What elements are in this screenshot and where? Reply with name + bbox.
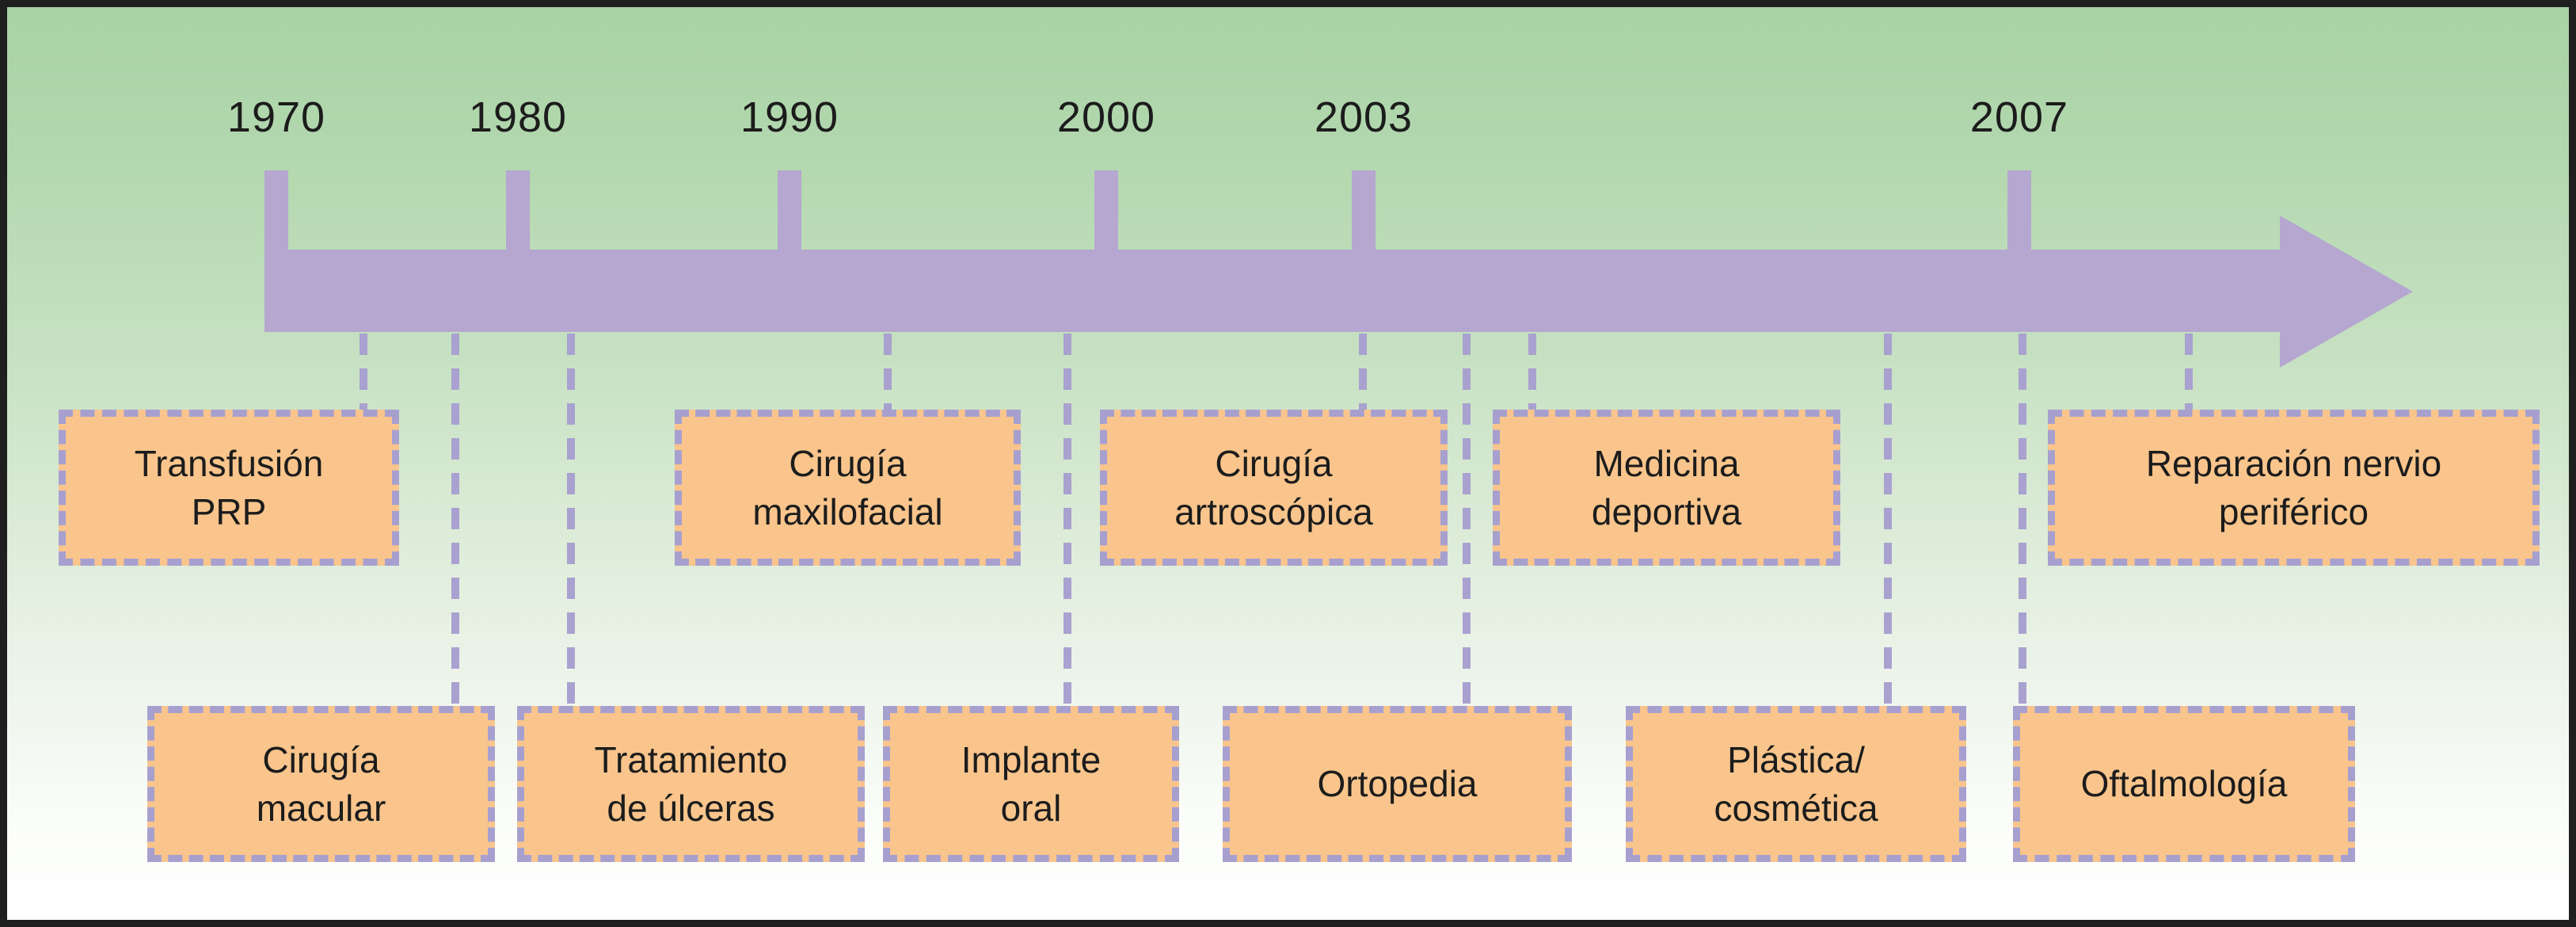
box-medicina-deportiva: Medicina deportiva — [1493, 410, 1840, 566]
year-label-1970: 1970 — [226, 93, 326, 141]
tick-2007 — [2007, 170, 2031, 253]
timeline-arrow-shaft — [264, 250, 2284, 332]
connector-transfusion-prp — [360, 334, 367, 410]
box-implante-oral: Implante oral — [883, 706, 1179, 862]
connector-cirugia-artroscopica — [1359, 334, 1367, 410]
tick-2000 — [1094, 170, 1118, 253]
tick-1980 — [506, 170, 530, 253]
box-tratamiento-ulceras: Tratamiento de úlceras — [517, 706, 865, 862]
tick-2003 — [1352, 170, 1376, 253]
tick-1990 — [778, 170, 801, 253]
box-transfusion-prp: Transfusión PRP — [59, 410, 399, 566]
year-label-2000: 2000 — [1056, 93, 1156, 141]
connector-oftalmologia — [2019, 334, 2026, 706]
box-cirugia-macular: Cirugía macular — [147, 706, 495, 862]
connector-cirugia-maxilofacial — [884, 334, 892, 410]
connector-implante-oral — [1064, 334, 1071, 706]
year-label-2003: 2003 — [1314, 93, 1414, 141]
year-label-2007: 2007 — [1969, 93, 2069, 141]
connector-ortopedia — [1463, 334, 1471, 706]
connector-cirugia-macular — [451, 334, 459, 706]
timeline-arrowhead-icon — [2280, 216, 2413, 368]
connector-reparacion-nervio — [2185, 334, 2193, 410]
year-label-1990: 1990 — [740, 93, 839, 141]
connector-tratamiento-ulceras — [567, 334, 575, 706]
box-cirugia-artroscopica: Cirugía artroscópica — [1100, 410, 1448, 566]
connector-plastica-cosmetica — [1884, 334, 1892, 706]
connector-medicina-deportiva — [1528, 334, 1536, 410]
box-cirugia-maxilofacial: Cirugía maxilofacial — [675, 410, 1021, 566]
year-label-1980: 1980 — [468, 93, 568, 141]
box-plastica-cosmetica: Plástica/ cosmética — [1626, 706, 1966, 862]
box-ortopedia: Ortopedia — [1223, 706, 1572, 862]
tick-1970 — [264, 170, 288, 253]
box-oftalmologia: Oftalmología — [2013, 706, 2355, 862]
box-reparacion-nervio: Reparación nervio periférico — [2048, 410, 2540, 566]
